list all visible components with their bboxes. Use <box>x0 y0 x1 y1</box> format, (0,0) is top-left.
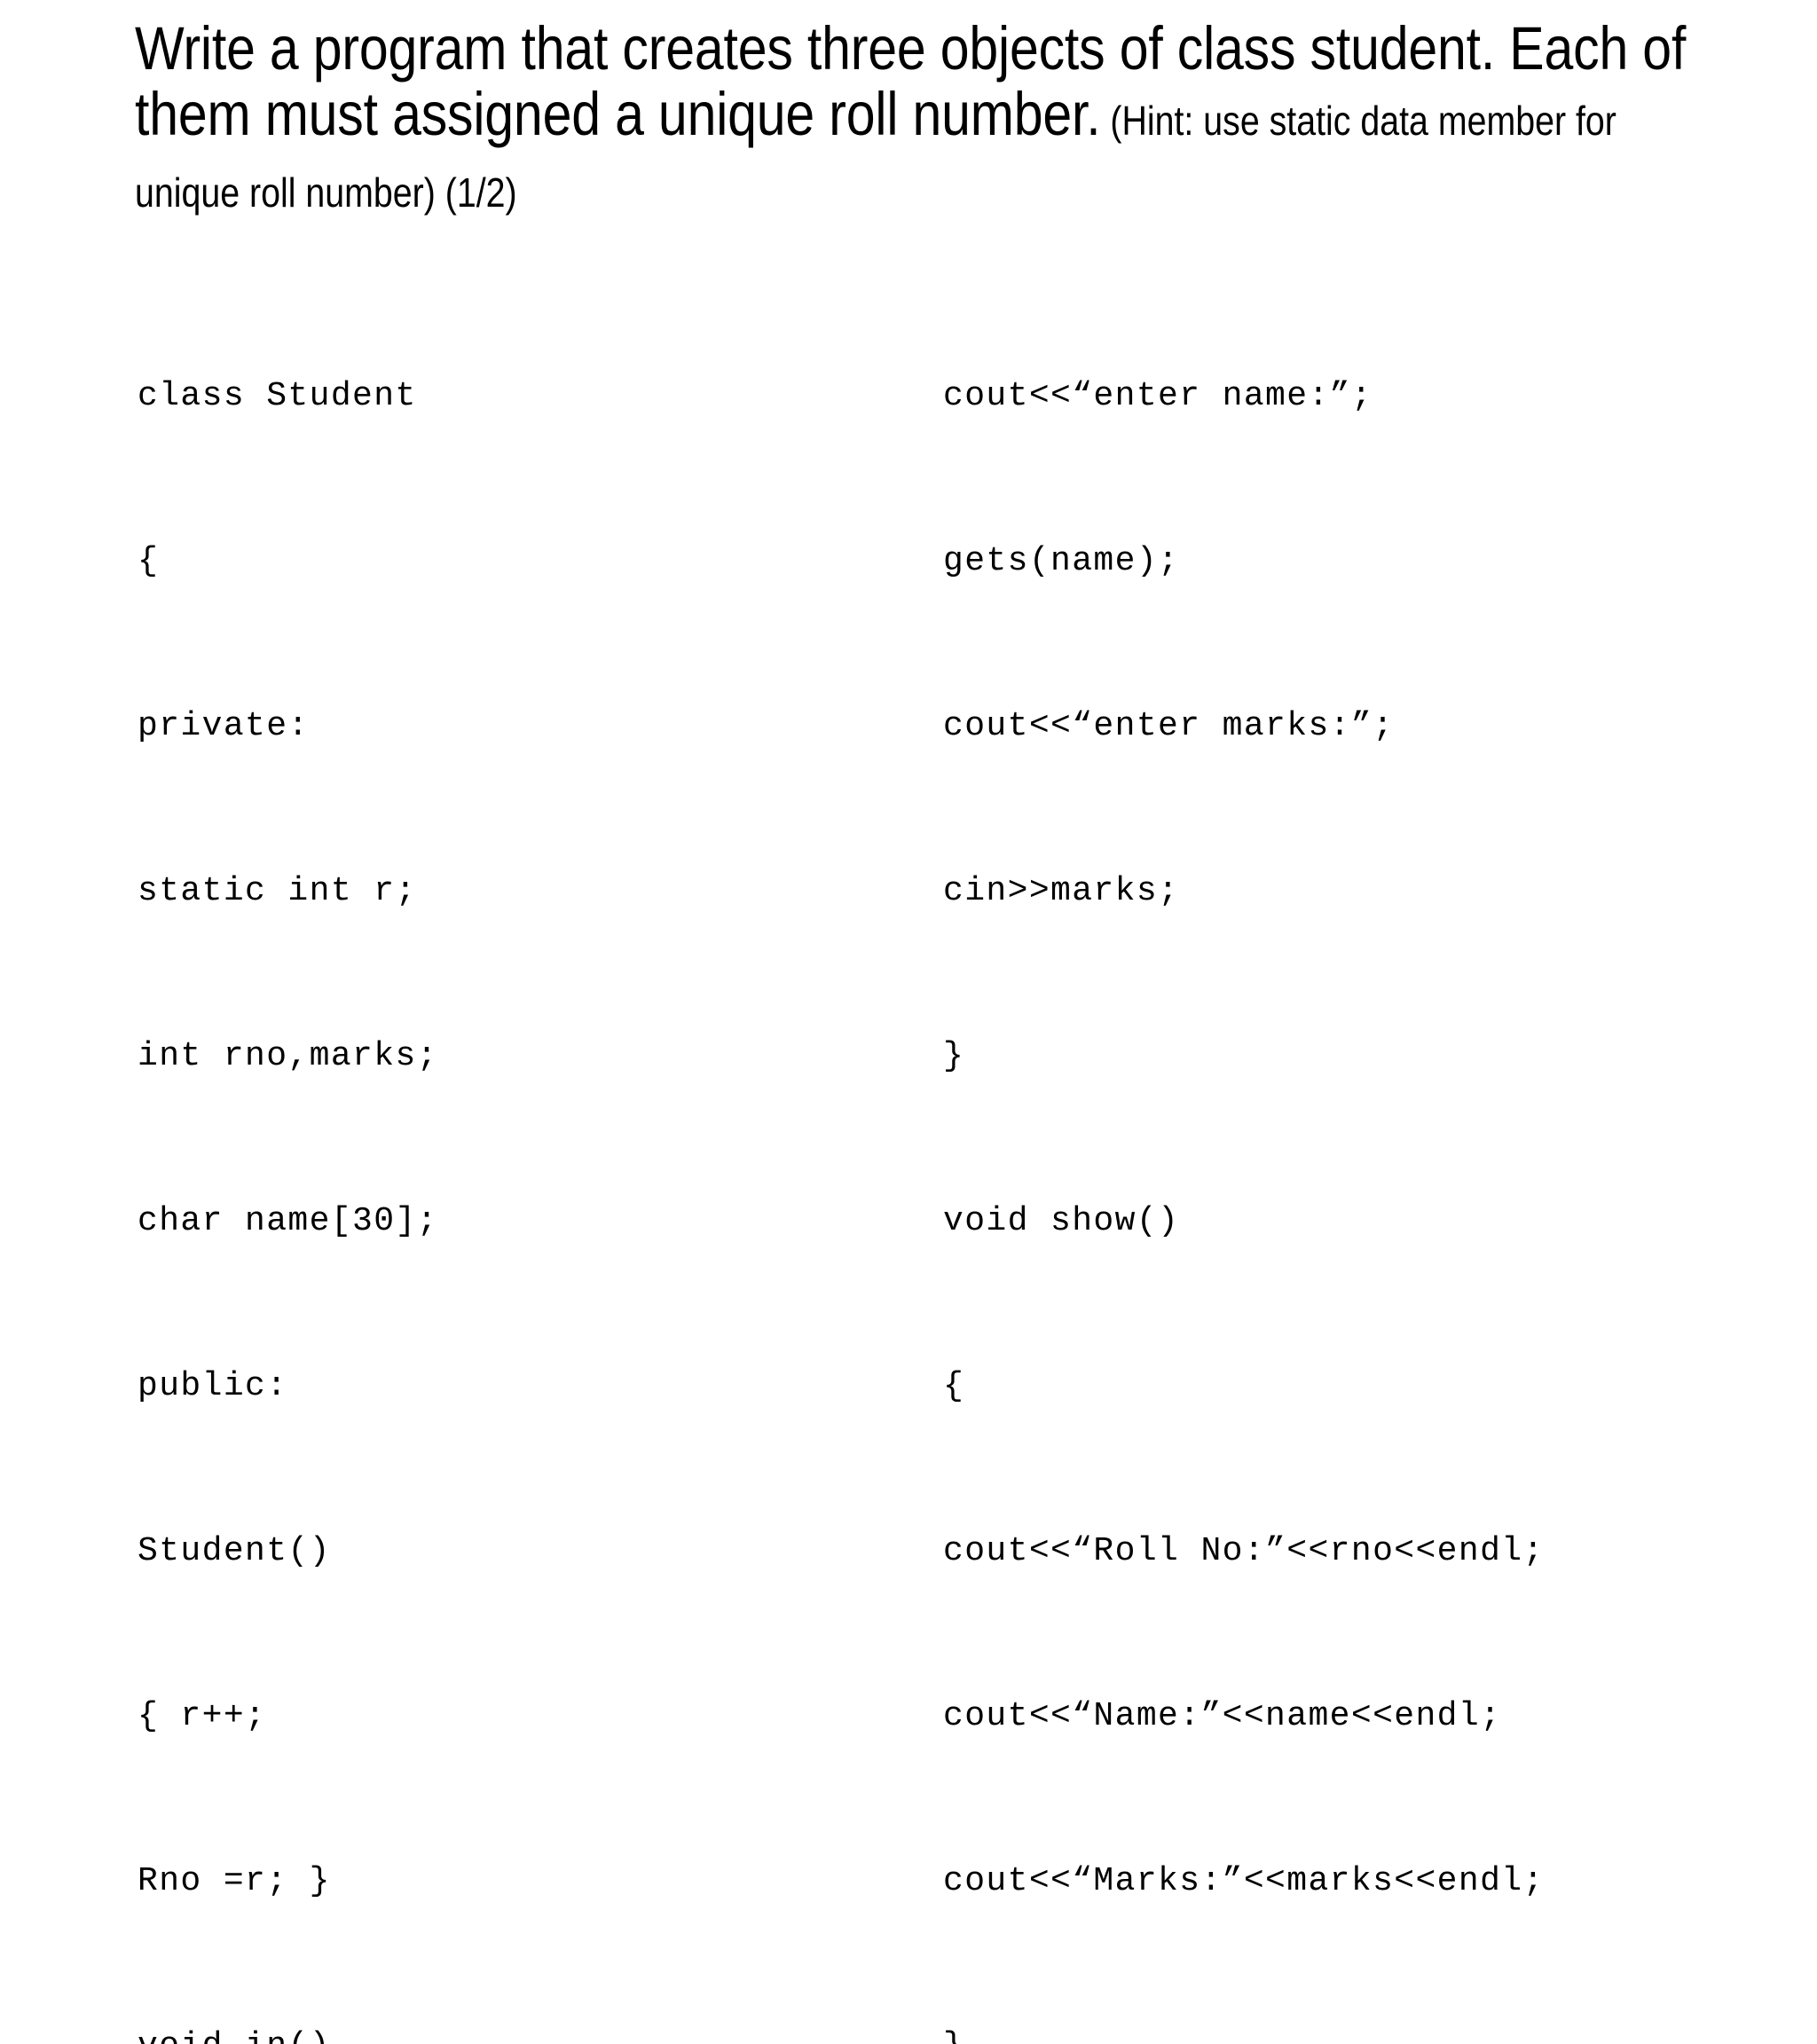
code-line: } <box>943 1037 965 1075</box>
code-column-left: class Student { private: static int r; i… <box>138 259 438 2044</box>
code-line: { <box>943 1367 965 1405</box>
code-line: int rno,marks; <box>138 1037 438 1075</box>
code-line: cout<<“Marks:”<<marks<<endl; <box>943 1862 1545 1900</box>
code-line: private: <box>138 707 310 745</box>
slide-title-block: Write a program that creates three objec… <box>135 16 1696 225</box>
code-line: { r++; <box>138 1697 267 1735</box>
code-line: void show() <box>943 1202 1180 1240</box>
code-line: cout<<“enter marks:”; <box>943 707 1395 745</box>
page-title-hint: (Hint: use static data member for unique… <box>135 98 1616 216</box>
page-title: Write a program that creates three objec… <box>135 16 1694 225</box>
code-line: Rno =r; } <box>138 1862 331 1900</box>
code-line: public: <box>138 1367 288 1405</box>
slide-canvas: Write a program that creates three objec… <box>135 15 1696 2044</box>
code-line: cout<<“Name:”<<name<<endl; <box>943 1697 1502 1735</box>
code-line: cout<<“Roll No:”<<rno<<endl; <box>943 1532 1545 1570</box>
code-line: gets(name); <box>943 542 1180 580</box>
code-line: { <box>138 542 160 580</box>
code-line: cout<<“enter name:”; <box>943 377 1373 415</box>
code-column-right: cout<<“enter name:”; gets(name); cout<<“… <box>943 259 1545 2044</box>
page-title-main: Write a program that creates three objec… <box>135 14 1687 148</box>
code-line: cin>>marks; <box>943 872 1180 910</box>
code-line: } <box>943 2019 1545 2044</box>
code-line: Student() <box>138 1532 331 1570</box>
code-line: void in() <box>138 2019 438 2044</box>
code-line: static int r; <box>138 872 417 910</box>
code-line: class Student <box>138 377 417 415</box>
code-line: char name[30]; <box>138 1202 438 1240</box>
